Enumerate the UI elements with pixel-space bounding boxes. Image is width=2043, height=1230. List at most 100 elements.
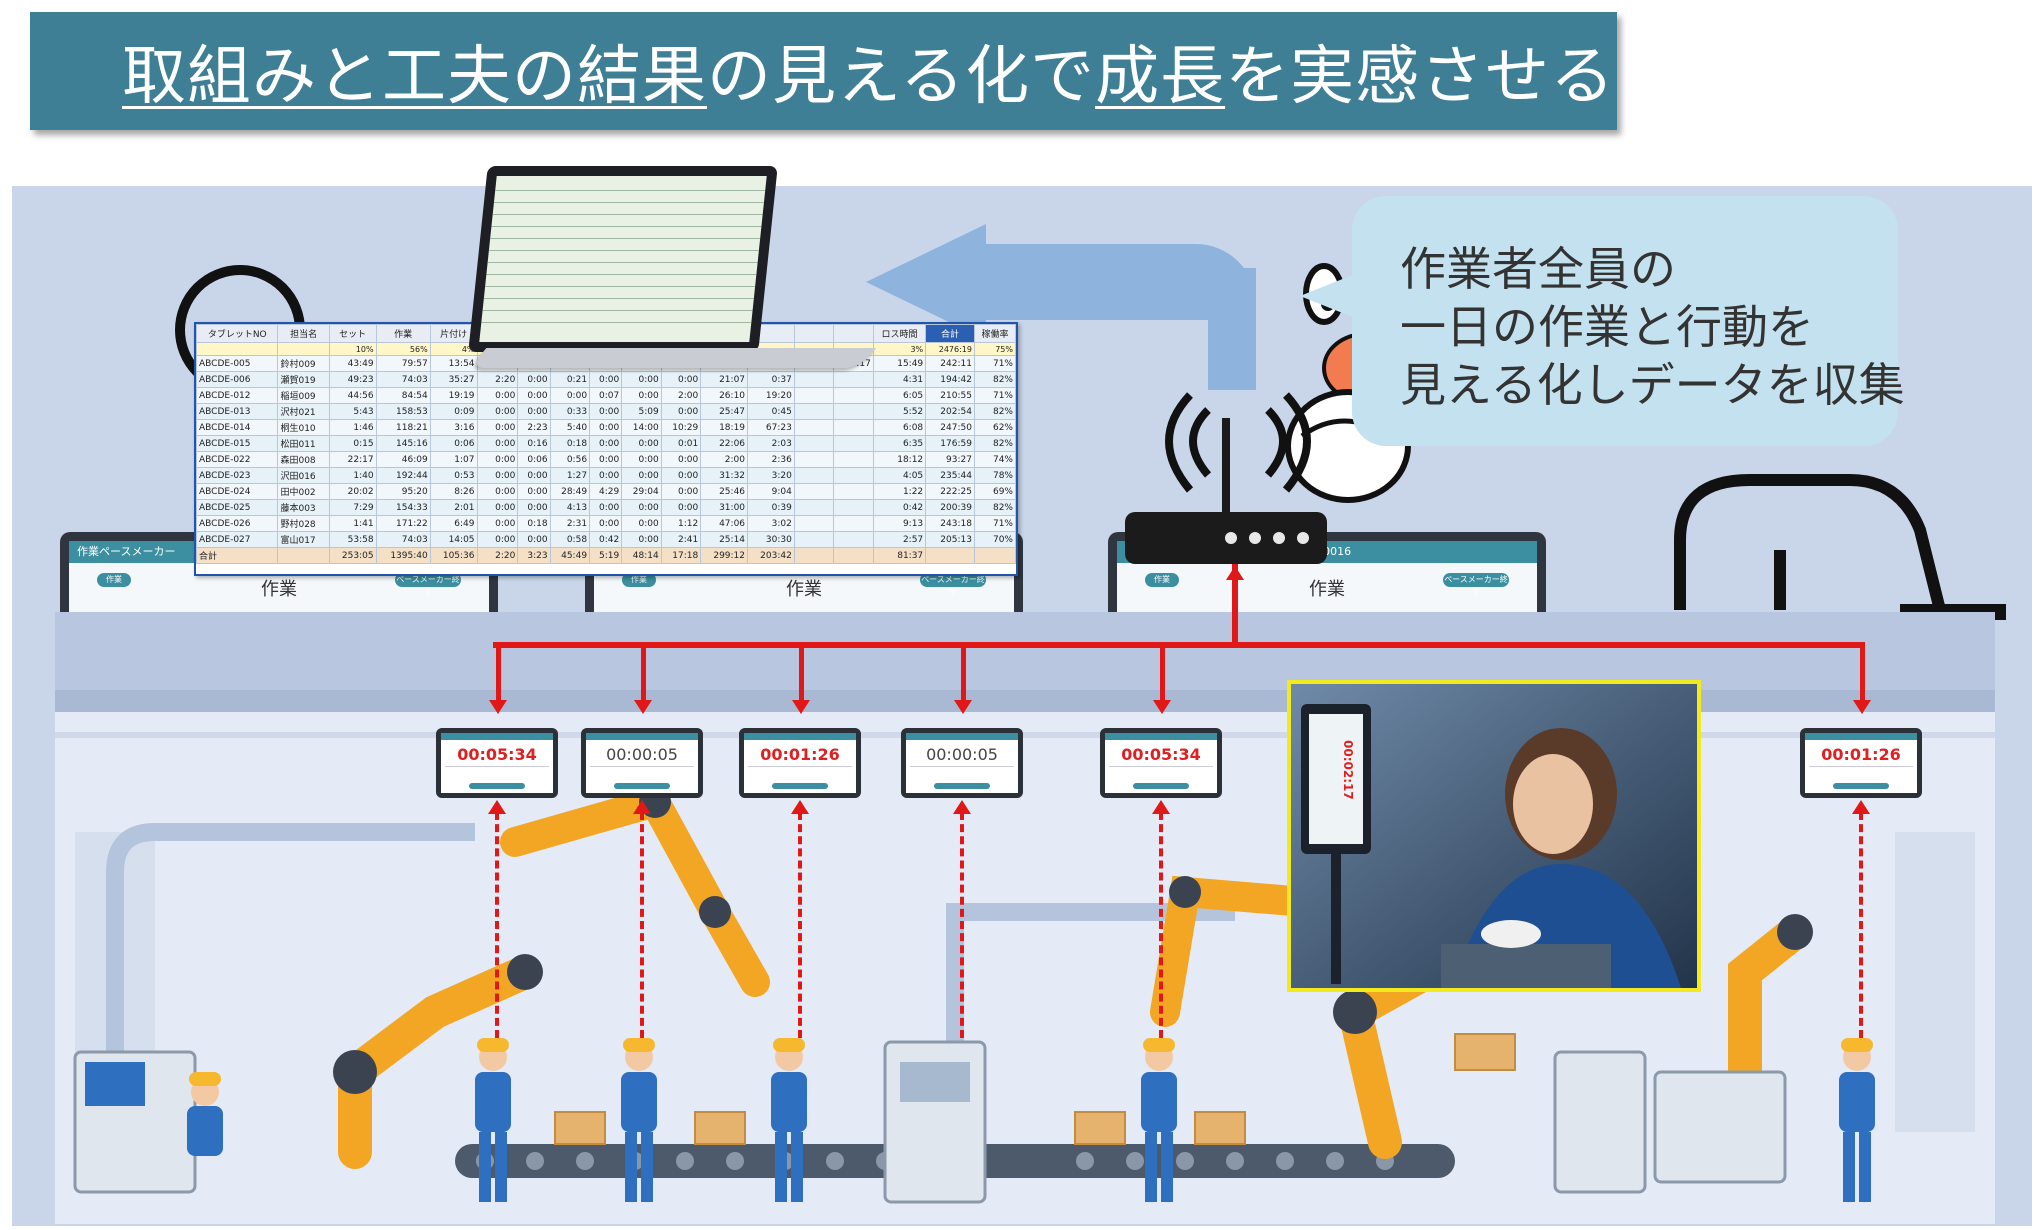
sheet-cell: 2:23 xyxy=(517,419,551,436)
monitor-3-end-button[interactable]: ペースメーカー終了 xyxy=(1443,573,1509,598)
sheet-cell: 222:25 xyxy=(925,483,975,500)
sheet-cell: 71% xyxy=(973,515,1017,532)
sheet-cell: 5:40 xyxy=(549,419,591,436)
network-drop xyxy=(1860,642,1865,702)
sheet-cell xyxy=(833,371,874,388)
sheet-cell: 176:59 xyxy=(925,435,975,452)
sheet-cell: 2:57 xyxy=(872,531,927,548)
sheet-cell: 0:00 xyxy=(589,371,623,388)
sheet-cell: 1:41 xyxy=(328,515,377,532)
sheet-cell: 0:00 xyxy=(476,467,519,484)
sheet-cell: 84:54 xyxy=(375,387,431,404)
sheet-cell: 0:45 xyxy=(747,403,795,420)
bubble-line-1: 作業者全員の xyxy=(1400,242,1676,296)
sheet-cell: 171:22 xyxy=(375,515,431,532)
router-led xyxy=(1225,532,1237,544)
sheet-cell: 3:02 xyxy=(747,515,795,532)
sheet-cell: 9:13 xyxy=(872,515,927,532)
sheet-cell: ABCDE-014 xyxy=(195,419,279,436)
sheet-cell: 0:00 xyxy=(621,451,662,468)
sheet-cell: 0:58 xyxy=(549,531,591,548)
sheet-cell: 49:23 xyxy=(328,371,377,388)
laptop-base xyxy=(469,348,877,368)
sheet-cell: 0:00 xyxy=(476,499,519,516)
worker-link-arrow xyxy=(953,800,971,814)
sheet-cell xyxy=(793,403,835,420)
sheet-cell xyxy=(793,387,835,404)
timer-device-1: 00:05:34 xyxy=(436,728,558,798)
factory-beam-lower xyxy=(55,690,1995,712)
sheet-cell xyxy=(833,451,874,468)
sheet-cell: 74:03 xyxy=(375,371,431,388)
sheet-cell: 3:16 xyxy=(429,419,478,436)
sheet-cell: 0:00 xyxy=(589,403,623,420)
network-drop xyxy=(799,642,804,702)
sheet-cell: 82% xyxy=(973,403,1017,420)
sheet-cell: 0:39 xyxy=(747,499,795,516)
worker-link-arrow xyxy=(1852,800,1870,814)
monitor-1-work-button[interactable]: 作業 xyxy=(97,573,131,587)
timer-value: 00:00:05 xyxy=(926,745,998,764)
sheet-cell: 19:20 xyxy=(747,387,795,404)
timer-device-5: 00:05:34 xyxy=(1100,728,1222,798)
monitor-1-end-button[interactable]: ペースメーカー終了 xyxy=(395,573,461,598)
sheet-cell xyxy=(195,342,279,356)
sheet-cell: 242:11 xyxy=(925,355,975,372)
sheet-cell: 69% xyxy=(973,483,1017,500)
sheet-cell: 4:13 xyxy=(549,499,591,516)
worker-photo-illustration xyxy=(1291,684,1697,988)
sheet-cell: 2:31 xyxy=(549,515,591,532)
sheet-cell: 62% xyxy=(973,419,1017,436)
sheet-cell: 35:27 xyxy=(429,371,478,388)
sheet-cell: 桐生010 xyxy=(277,419,330,436)
sheet-cell: 0:06 xyxy=(429,435,478,452)
monitor-2-work-button[interactable]: 作業 xyxy=(622,573,656,587)
sheet-cell: 沢田016 xyxy=(277,467,330,484)
sheet-cell: 78% xyxy=(973,467,1017,484)
sheet-cell: 0:16 xyxy=(517,435,551,452)
sheet-cell: 5:43 xyxy=(328,403,377,420)
photo-timer-value: 00:02:17 xyxy=(1341,740,1355,800)
banner-title-part1: 取組みと工夫の結果 xyxy=(122,40,707,114)
sheet-cell xyxy=(925,547,975,564)
sheet-cell: 1:40 xyxy=(328,467,377,484)
sheet-cell: 2476:19 xyxy=(925,342,975,356)
sheet-cell: 79:57 xyxy=(375,355,431,372)
sheet-cell: 1395:40 xyxy=(375,547,431,564)
sheet-cell: 富山017 xyxy=(277,531,330,548)
sheet-cell: 0:00 xyxy=(476,451,519,468)
worker-link-arrow xyxy=(791,800,809,814)
sheet-cell: 82% xyxy=(973,435,1017,452)
sheet-cell: 0:18 xyxy=(549,435,591,452)
sheet-cell: 25:14 xyxy=(700,531,749,548)
sheet-cell: 6:08 xyxy=(872,419,927,436)
sheet-cell xyxy=(277,547,330,564)
laptop-spreadsheet xyxy=(479,176,767,342)
sheet-cell: 0:00 xyxy=(476,403,519,420)
sheet-cell: 22:17 xyxy=(328,451,377,468)
network-drop xyxy=(961,642,966,702)
sheet-cell: 0:00 xyxy=(476,531,519,548)
worker-link-dashed xyxy=(495,812,499,1038)
monitor-3-work-button[interactable]: 作業 xyxy=(1145,573,1179,587)
sheet-cell: 31:00 xyxy=(700,499,749,516)
sheet-cell xyxy=(793,371,835,388)
sheet-cell: ABCDE-013 xyxy=(195,403,279,420)
sheet-cell: 0:00 xyxy=(589,435,623,452)
monitor-2-end-button[interactable]: ペースメーカー終了 xyxy=(920,573,986,598)
timer-value: 00:01:26 xyxy=(760,745,840,764)
sheet-cell: 1:27 xyxy=(549,467,591,484)
sheet-cell: 194:42 xyxy=(925,371,975,388)
router-led xyxy=(1297,532,1309,544)
sheet-cell: ABCDE-022 xyxy=(195,451,279,468)
sheet-cell: 205:13 xyxy=(925,531,975,548)
sheet-cell: 299:12 xyxy=(700,547,749,564)
router-antenna xyxy=(1222,418,1230,514)
sheet-cell: 野村028 xyxy=(277,515,330,532)
bubble-line-2: 一日の作業と行動を xyxy=(1400,300,1814,354)
sheet-cell: 稼働率 xyxy=(973,324,1017,343)
sheet-cell: 6:49 xyxy=(429,515,478,532)
